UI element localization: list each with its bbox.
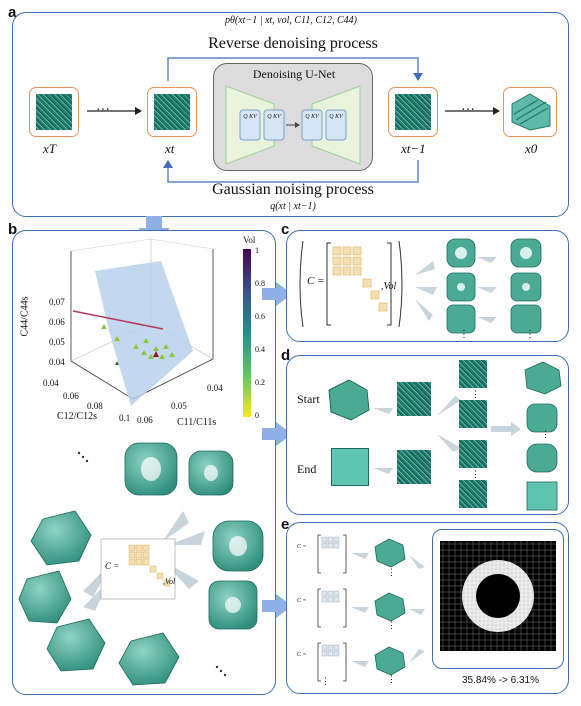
y-tick-0: 0.06 — [137, 415, 153, 425]
arrow-icon — [87, 107, 142, 115]
cbar-tick-0: 1 — [255, 246, 259, 255]
unet-diagram — [225, 85, 361, 165]
scatter-3d-plot — [70, 238, 214, 406]
noisy-cube-icon — [397, 382, 431, 416]
cbar-tick-1: 0.8 — [255, 279, 265, 288]
z-tick-1: 0.06 — [49, 317, 65, 327]
panel-b: C44/C44s 0.07 0.06 0.05 0.04 0.04 0.06 0… — [12, 230, 276, 695]
d-dots-3: ⋮ — [541, 429, 550, 439]
x-tick-1: 0.06 — [63, 391, 79, 401]
denoised-structure-icon — [511, 93, 551, 131]
forward-formula: q(xt | xt−1) — [270, 201, 316, 212]
noisy-cube-icon — [459, 480, 487, 508]
node-xt — [147, 87, 197, 137]
reverse-arrow — [167, 57, 423, 81]
x-tick-0: 0.04 — [43, 378, 59, 388]
d-result-structures — [524, 361, 562, 511]
panel-label-b: b — [8, 221, 18, 238]
arrow-icon — [445, 107, 500, 115]
unet-box: Denoising U-Net Q KV Q KV Q KV Q KV — [213, 63, 373, 171]
c-dots-1: ⋮ — [459, 329, 469, 340]
cbar-tick-4: 0.2 — [255, 378, 265, 387]
x-tick-2: 0.08 — [87, 401, 103, 411]
node-xt-1 — [388, 87, 438, 137]
z-tick-0: 0.07 — [49, 297, 65, 307]
ratio-text: 35.84% -> 6.31% — [462, 675, 539, 686]
generated-structures — [18, 442, 264, 686]
x-tick-3: 0.1 — [119, 413, 131, 423]
panel-label-d: d — [281, 347, 291, 364]
c-structures — [415, 238, 542, 334]
panel-label-c: c — [281, 221, 290, 238]
node-xT — [29, 87, 79, 137]
cbar-tick-2: 0.6 — [255, 312, 265, 321]
panel-d: Start End ⋮ ⋮ ⋮ — [286, 355, 569, 515]
noisy-cube-icon — [154, 94, 190, 130]
colorbar-title: Vol — [243, 235, 256, 245]
right-arrow-icon — [262, 422, 292, 446]
noisy-cube-icon — [459, 360, 487, 388]
b-matrix-label: C = — [105, 561, 120, 571]
panel-a: pθ(xt−1 | xt, vol, C11, C12, C44) Revers… — [12, 12, 569, 217]
noisy-cube-icon — [459, 400, 487, 428]
e-dots-4: ⋮ — [387, 674, 396, 684]
e-matrix-label-2: C = — [297, 598, 307, 604]
c-matrix — [299, 240, 403, 328]
cbar-tick-5: 0 — [255, 411, 259, 420]
y-axis-label: C11/C11s — [177, 417, 217, 428]
panel-label-e: e — [281, 516, 290, 533]
e-dots-1: ⋮ — [321, 676, 330, 686]
c-vol-label: ,Vol — [381, 281, 397, 292]
cbar-tick-3: 0.4 — [255, 345, 265, 354]
label-x0: x0 — [525, 141, 538, 156]
d-start-structure — [328, 379, 370, 421]
b-vol-label: ,Vol — [163, 577, 176, 586]
e-matrix-label-3: C = — [297, 652, 307, 658]
y-tick-1: 0.05 — [171, 401, 187, 411]
c-dots-2: ⋮ — [525, 329, 535, 340]
x-axis-label: C12/C12s — [57, 411, 98, 422]
z-tick-2: 0.05 — [49, 337, 65, 347]
e-dots-2: ⋮ — [387, 567, 396, 577]
noisy-cube-icon — [397, 450, 431, 484]
e-matrix-label-1: C = — [297, 544, 307, 550]
noisy-cube-icon — [395, 94, 431, 130]
d-arrows — [373, 396, 461, 474]
e-dots-3: ⋮ — [387, 620, 396, 630]
d-end-cube — [331, 448, 369, 486]
panel-label-a: a — [8, 4, 17, 21]
right-arrow-icon — [262, 594, 292, 618]
start-label: Start — [297, 392, 320, 406]
reverse-formula: pθ(xt−1 | xt, vol, C11, C12, C44) — [225, 15, 357, 26]
e-matrices — [317, 534, 369, 682]
reverse-process-label: Reverse denoising process — [208, 35, 378, 52]
d-dots-2: ⋮ — [471, 469, 480, 479]
panel-c: C = ,Vol ⋮ ⋮ — [286, 230, 569, 342]
colorbar — [243, 249, 251, 417]
d-arrow-right — [491, 422, 521, 436]
d-dots-1: ⋮ — [471, 389, 480, 399]
qkv-1: Q KV — [243, 114, 257, 120]
forward-arrow — [163, 160, 419, 183]
node-x0 — [503, 87, 557, 137]
qkv-4: Q KV — [329, 114, 343, 120]
qkv-2: Q KV — [267, 114, 281, 120]
end-label: End — [297, 462, 317, 476]
label-xt: xt — [165, 141, 175, 156]
unet-title: Denoising U-Net — [252, 67, 336, 81]
label-xT: xT — [43, 141, 56, 156]
lattice-image — [440, 541, 556, 651]
noisy-cube-icon — [36, 94, 72, 130]
noisy-cube-icon — [459, 440, 487, 468]
z-axis-label: C44/C44s — [19, 296, 31, 337]
e-structures — [374, 538, 425, 676]
right-arrow-icon — [262, 282, 292, 306]
y-tick-2: 0.04 — [207, 383, 223, 393]
label-xt-1: xt−1 — [401, 141, 426, 156]
z-tick-3: 0.04 — [49, 357, 65, 367]
forward-process-label: Gaussian noising process — [212, 181, 374, 198]
c-matrix-label: C = — [307, 275, 325, 287]
qkv-3: Q KV — [305, 114, 319, 120]
panel-e: C = C = C = ⋮ ⋮ ⋮ ⋮ 35.84% -> — [286, 522, 569, 694]
